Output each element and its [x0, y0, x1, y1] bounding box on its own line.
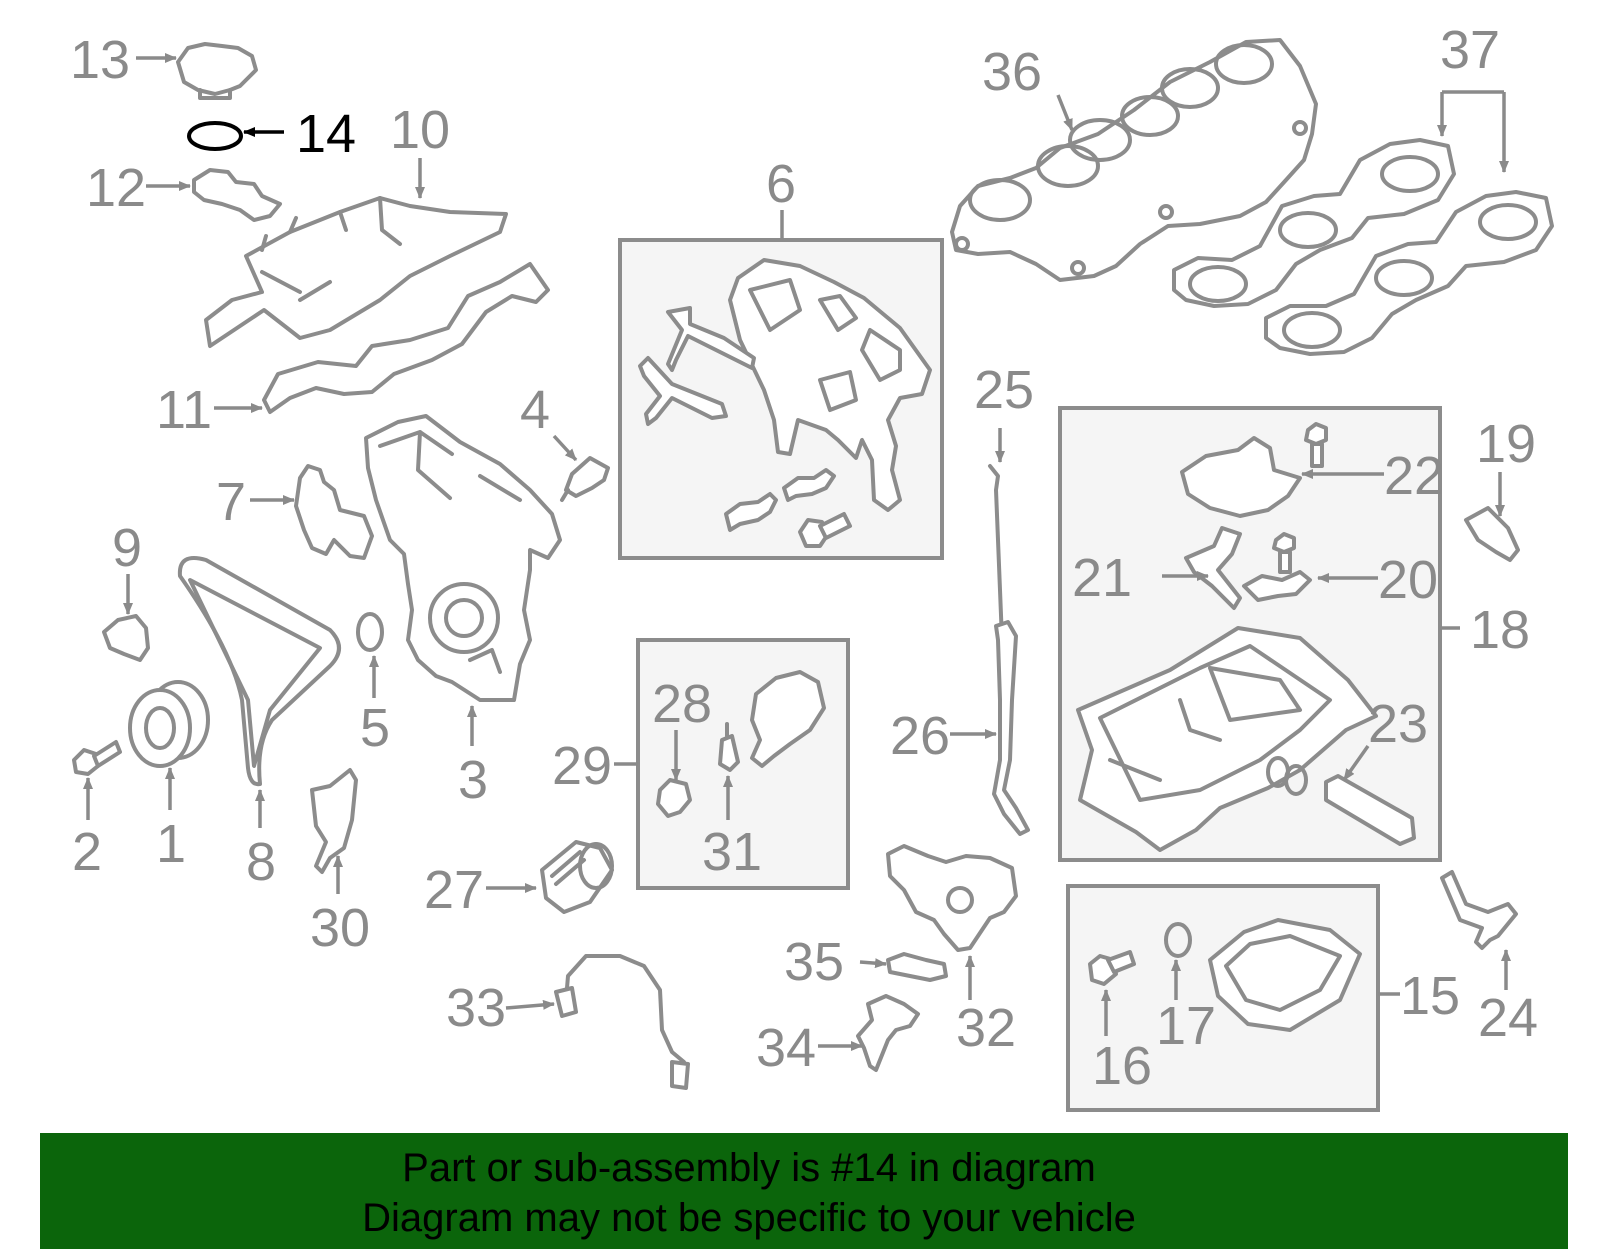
label-10: 10: [390, 100, 450, 160]
part-7-tensioner: [294, 464, 374, 560]
label-30: 30: [310, 898, 370, 958]
gasket-b-port-1: [1282, 311, 1342, 349]
part-26-dipstick-tube: [992, 620, 1030, 836]
label-22: 22: [1384, 446, 1444, 506]
part-32-gear: [946, 886, 974, 914]
part-22-bolt: [1304, 422, 1328, 468]
part-27-oil-filter: [540, 840, 614, 914]
label-11: 11: [156, 380, 212, 440]
label-34: 34: [756, 1018, 816, 1078]
part-23-washer-b: [1284, 764, 1308, 796]
part-33-oil-pipe: [564, 954, 686, 1084]
label-13: 13: [70, 30, 130, 90]
label-17: 17: [1156, 996, 1216, 1056]
part-6-bracket-a: [666, 306, 756, 372]
banner-line-part: Part or sub-assembly is #14 in diagram: [402, 1146, 1096, 1190]
label-31: 31: [702, 822, 762, 882]
part-19-sensor: [1464, 506, 1520, 562]
info-banner: Part or sub-assembly is #14 in diagram D…: [40, 1133, 1568, 1249]
label-4: 4: [520, 380, 550, 440]
part-11-gasket: [262, 262, 550, 414]
part-1-crank-pulley: [128, 680, 210, 768]
gasket-b-port-3: [1478, 203, 1538, 241]
label-36: 36: [982, 42, 1042, 102]
part-3-pulley-hub: [444, 598, 484, 638]
part-30-bracket: [310, 768, 358, 874]
part-31-sensor: [718, 734, 740, 772]
label-8: 8: [246, 832, 276, 892]
label-5: 5: [360, 698, 390, 758]
part-12-gasket: [192, 168, 282, 222]
label-3: 3: [458, 750, 488, 810]
label-14: 14: [296, 104, 356, 164]
label-15: 15: [1400, 966, 1460, 1026]
label-37: 37: [1440, 20, 1500, 80]
gasket-a-port-1: [1188, 265, 1248, 303]
part-20-bracket: [1242, 570, 1312, 602]
label-29: 29: [552, 736, 612, 796]
part-3-pulley-ring: [428, 582, 500, 654]
label-35: 35: [784, 932, 844, 992]
part-29-housing: [750, 670, 826, 768]
gasket-a-port-3: [1380, 155, 1440, 193]
part-3-front-cover: [364, 414, 562, 702]
label-12: 12: [86, 158, 146, 218]
part-21-bracket: [1184, 526, 1242, 610]
part-20-bolt: [1272, 532, 1296, 574]
label-32: 32: [956, 998, 1016, 1058]
gasket-b-port-2: [1374, 259, 1434, 297]
part-13-oil-cap: [176, 42, 258, 100]
part-6-gasket-b: [782, 468, 836, 502]
label-18: 18: [1470, 600, 1530, 660]
part-23-tube: [1324, 774, 1416, 846]
label-23: 23: [1368, 694, 1428, 754]
part-32-oil-pump: [886, 844, 1018, 952]
part-6-bracket-b: [638, 356, 728, 426]
label-21: 21: [1072, 548, 1132, 608]
label-28: 28: [652, 674, 712, 734]
label-6: 6: [766, 154, 796, 214]
label-26: 26: [890, 706, 950, 766]
part-17-washer: [1164, 922, 1192, 958]
part-22-cover: [1180, 436, 1302, 518]
label-2: 2: [72, 822, 102, 882]
part-36-intake-manifold: [950, 38, 1318, 282]
part-35-gasket: [886, 952, 948, 982]
banner-line-disclaimer: Diagram may not be specific to your vehi…: [362, 1196, 1136, 1240]
part-6-bolt: [798, 512, 852, 548]
label-20: 20: [1378, 550, 1438, 610]
part-14-o-ring: [187, 121, 243, 151]
part-34-strainer: [856, 994, 920, 1072]
part-37-gasket-b: [1264, 190, 1554, 356]
label-9: 9: [112, 518, 142, 578]
part-6-gasket-a: [724, 492, 778, 532]
label-1: 1: [156, 814, 186, 874]
part-9-idler: [102, 614, 150, 662]
label-33: 33: [446, 978, 506, 1038]
label-24: 24: [1478, 988, 1538, 1048]
label-27: 27: [424, 860, 484, 920]
label-25: 25: [974, 360, 1034, 420]
label-7: 7: [216, 472, 246, 532]
label-16: 16: [1092, 1036, 1152, 1096]
part-18-oil-pan-upper: [1076, 626, 1378, 852]
part-4-sensor: [564, 456, 610, 498]
part-24-pipe: [1440, 870, 1518, 950]
part-2-bolt: [72, 740, 122, 776]
label-19: 19: [1476, 414, 1536, 474]
gasket-a-port-2: [1278, 211, 1338, 249]
part-16-drain-plug: [1088, 950, 1136, 986]
part-5-o-ring: [356, 612, 384, 652]
